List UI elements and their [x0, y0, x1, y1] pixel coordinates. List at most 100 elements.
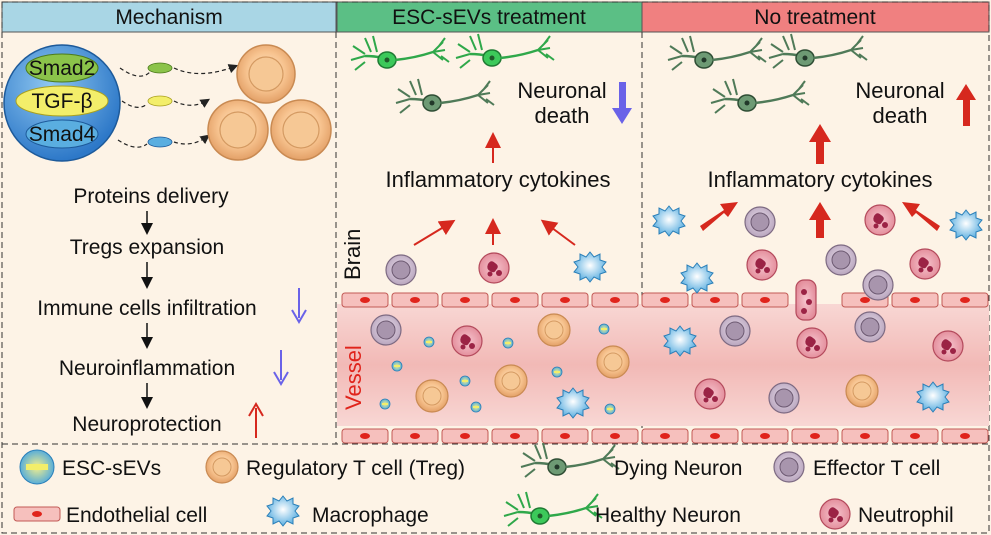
neutrophil [932, 330, 964, 362]
neutrophil [746, 249, 778, 281]
legend-label-dying-neuron: Dying Neuron [614, 457, 742, 480]
no-treatment-title: No treatment [754, 6, 876, 29]
legend-label-macrophage: Macrophage [312, 504, 429, 527]
legend-label-effector-t-cell: Effector T cell [813, 457, 940, 480]
healthy-neuron-icon [502, 490, 604, 528]
healthy-neuron [349, 34, 451, 72]
treg-cell [845, 374, 879, 408]
endothelial-cell [741, 292, 789, 308]
treatment-title: ESC-sEVs treatment [392, 6, 586, 29]
brain-label: Brain [340, 229, 365, 280]
dying-neuron [666, 34, 768, 72]
legend-item-macrophage: Macrophage [266, 495, 429, 527]
mechanism-header [1, 1, 337, 33]
endothelial-cell [541, 428, 589, 444]
neutrophil [909, 248, 941, 280]
legend-label-neutrophil: Neutrophil [858, 504, 954, 527]
no-treatment-neuronal-death-line1: Neuronal [855, 78, 944, 103]
effector-t-cell [768, 382, 800, 414]
neutrophil [864, 204, 896, 236]
macrophage [652, 205, 686, 237]
neutrophil [478, 252, 510, 284]
treg-cell [537, 313, 571, 347]
tgf-beta-label: TGF-β [31, 90, 92, 113]
endothelial-cell [441, 292, 489, 308]
effector-t-cell [825, 244, 857, 276]
neutrophil [694, 378, 726, 410]
effector-t-cell [854, 311, 886, 343]
treatment-arrow-left [413, 219, 456, 246]
legend-item-healthy-neuron: Healthy Neuron [502, 490, 741, 528]
treg-icon [205, 450, 239, 484]
legend-label-healthy-neuron: Healthy Neuron [595, 504, 741, 527]
treatment-cytokines-label: Inflammatory cytokines [386, 167, 611, 192]
endothelial-cell [791, 428, 839, 444]
down-arrow-infiltration [291, 288, 307, 324]
endothelial-cell [641, 292, 689, 308]
endothelial-cell [741, 428, 789, 444]
treg-cell [494, 364, 528, 398]
effector-t-cell [385, 254, 417, 286]
treg-cell [596, 345, 630, 379]
legend-item-neutrophil: Neutrophil [819, 498, 954, 530]
esc-sev [423, 336, 435, 348]
endothelial-cell [941, 428, 989, 444]
endothelial-cell [541, 292, 589, 308]
treatment-arrow-right [540, 219, 576, 246]
endothelial-cell [891, 292, 939, 308]
dying-neuron [709, 77, 811, 115]
down-arrow-neuroinflammation [273, 350, 289, 386]
no-treatment-cytokines-label: Inflammatory cytokines [708, 167, 933, 192]
legend-item-esc-sevs: ESC-sEVs [19, 449, 161, 485]
endothelial-cell [341, 428, 389, 444]
legend-item-treg: Regulatory T cell (Treg) [205, 450, 465, 484]
macrophage [573, 251, 607, 283]
no-treatment-cytokine-up-arrow [809, 124, 831, 164]
dying-neuron [767, 32, 869, 70]
esc-sev [470, 401, 482, 413]
esc-sev [391, 360, 403, 372]
legend-label-treg: Regulatory T cell (Treg) [246, 457, 465, 480]
endothelial-cell [891, 428, 939, 444]
protein-delivery-arrows [117, 62, 239, 148]
endothelial-cell [591, 428, 639, 444]
legend-label-endothelial: Endothelial cell [66, 504, 207, 527]
healthy-neuron [454, 32, 556, 70]
flow-step-proteins-delivery: Proteins delivery [73, 185, 229, 208]
endothelial-cell [491, 428, 539, 444]
no-treatment-death-up-arrow [956, 84, 976, 126]
endothelial-cell [391, 292, 439, 308]
endothelial-cell [391, 428, 439, 444]
endothelial-icon [13, 506, 61, 522]
endothelial-cell [641, 428, 689, 444]
no-treatment-arrow-right [902, 202, 940, 231]
mechanism-title: Mechanism [115, 6, 222, 29]
esc-sev [502, 337, 514, 349]
effector-t-cell [370, 314, 402, 346]
dying-neuron-icon [519, 441, 621, 479]
flow-step-neuroprotection: Neuroprotection [72, 413, 221, 436]
no-treatment-neurons [666, 32, 869, 115]
flow-step-tregs-expansion: Tregs expansion [70, 236, 224, 259]
treatment-header [336, 1, 643, 33]
no-treatment-arrow-left [700, 202, 738, 231]
effector-t-cell [862, 269, 894, 301]
vessel-label: Vessel [341, 345, 366, 410]
effector-t-cell [744, 206, 776, 238]
macrophage-icon [266, 495, 300, 527]
flow-step-neuroinflammation: Neuroinflammation [59, 357, 235, 380]
dying-neuron [394, 77, 496, 115]
esc-sev [551, 366, 563, 378]
treatment-neuronal-death-line2: death [534, 103, 589, 128]
endothelial-cell [691, 292, 739, 308]
no-treatment-neuronal-death-line2: death [872, 103, 927, 128]
macrophage [949, 209, 983, 241]
endothelial-cell [441, 428, 489, 444]
flow-step-immune-infiltration: Immune cells infiltration [37, 297, 256, 320]
esc-sev [598, 323, 610, 335]
effector-t-cell-icon [773, 451, 805, 483]
smad2-label: Smad2 [29, 57, 96, 80]
endothelial-cell [341, 292, 389, 308]
